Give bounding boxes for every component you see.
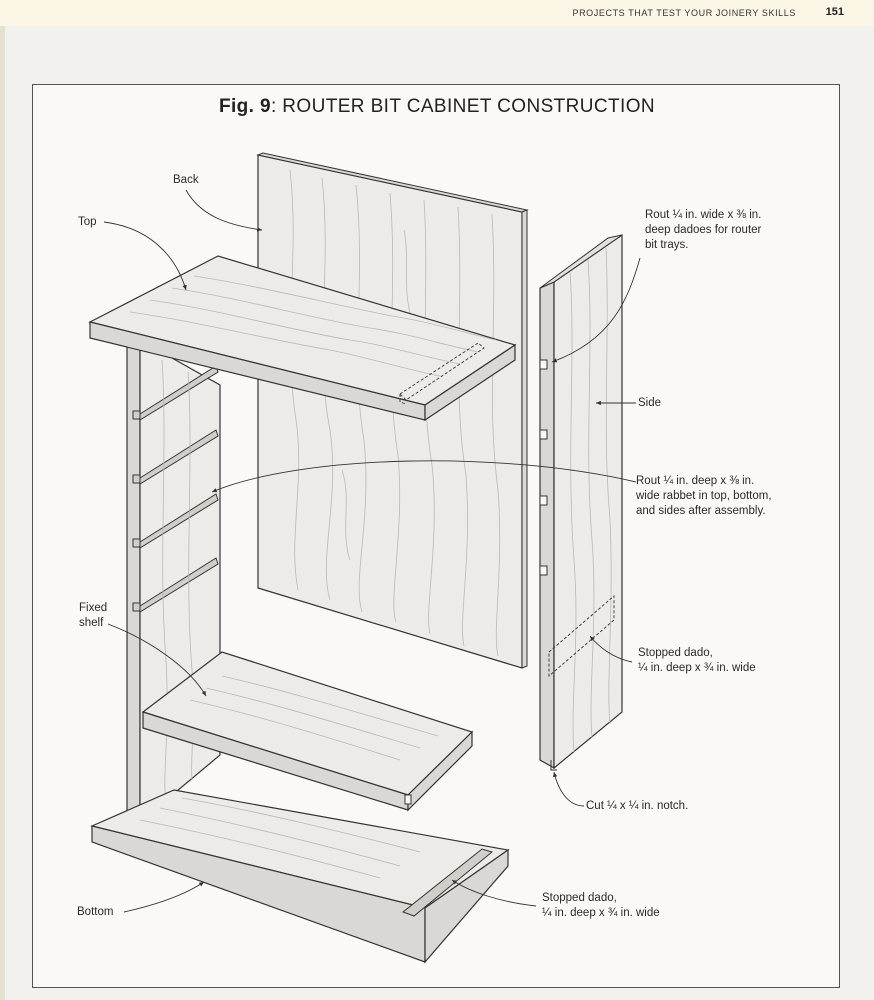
label-line: deep dadoes for router (645, 224, 762, 236)
figure-title: Fig. 9: ROUTER BIT CABINET CONSTRUCTION (0, 96, 874, 118)
figure-caption: : ROUTER BIT CABINET CONSTRUCTION (270, 96, 656, 117)
label-rabbet: Rout ¼ in. deep x ⅜ in. wide rabbet in t… (636, 474, 772, 519)
label-line: bit trays. (645, 239, 689, 251)
label-side-stopped-dado: Stopped dado, ¼ in. deep x ¾ in. wide (638, 646, 756, 676)
page-number: 151 (825, 6, 844, 18)
label-line: shelf (79, 617, 104, 629)
page-header: PROJECTS THAT TEST YOUR JOINERY SKILLS 1… (0, 0, 874, 26)
label-router-tray-dadoes: Rout ¼ in. wide x ⅜ in. deep dadoes for … (645, 208, 761, 253)
leader-lines (103, 189, 641, 913)
bottom-panel (90, 789, 510, 964)
fixed-shelf (141, 651, 474, 812)
top-panel (88, 255, 517, 422)
page-gutter-edge (0, 26, 5, 1000)
label-line: Rout ¼ in. deep x ⅜ in. (636, 475, 755, 487)
label-line: ¼ in. deep x ¾ in. wide (542, 907, 660, 919)
label-line: wide rabbet in top, bottom, (636, 490, 772, 502)
label-bottom: Bottom (77, 906, 114, 918)
label-line: and sides after assembly. (636, 505, 766, 517)
label-line: Stopped dado, (542, 892, 617, 904)
label-top: Top (78, 216, 97, 228)
label-side: Side (638, 397, 662, 409)
label-fixed-shelf: Fixed shelf (79, 601, 107, 631)
left-side-panel (126, 338, 221, 827)
figure-number: Fig. 9 (218, 96, 271, 117)
label-line: ¼ in. deep x ¾ in. wide (638, 662, 756, 674)
running-head: PROJECTS THAT TEST YOUR JOINERY SKILLS (572, 8, 796, 18)
label-line: Fixed (79, 602, 108, 614)
label-line: Rout ¼ in. wide x ⅜ in. (645, 209, 762, 221)
label-back: Back (173, 174, 199, 186)
label-notch: Cut ¼ x ¼ in. notch. (586, 800, 689, 812)
label-bottom-stopped-dado: Stopped dado, ¼ in. deep x ¾ in. wide (542, 891, 660, 921)
right-side-panel (539, 233, 623, 771)
label-line: Stopped dado, (638, 647, 713, 659)
